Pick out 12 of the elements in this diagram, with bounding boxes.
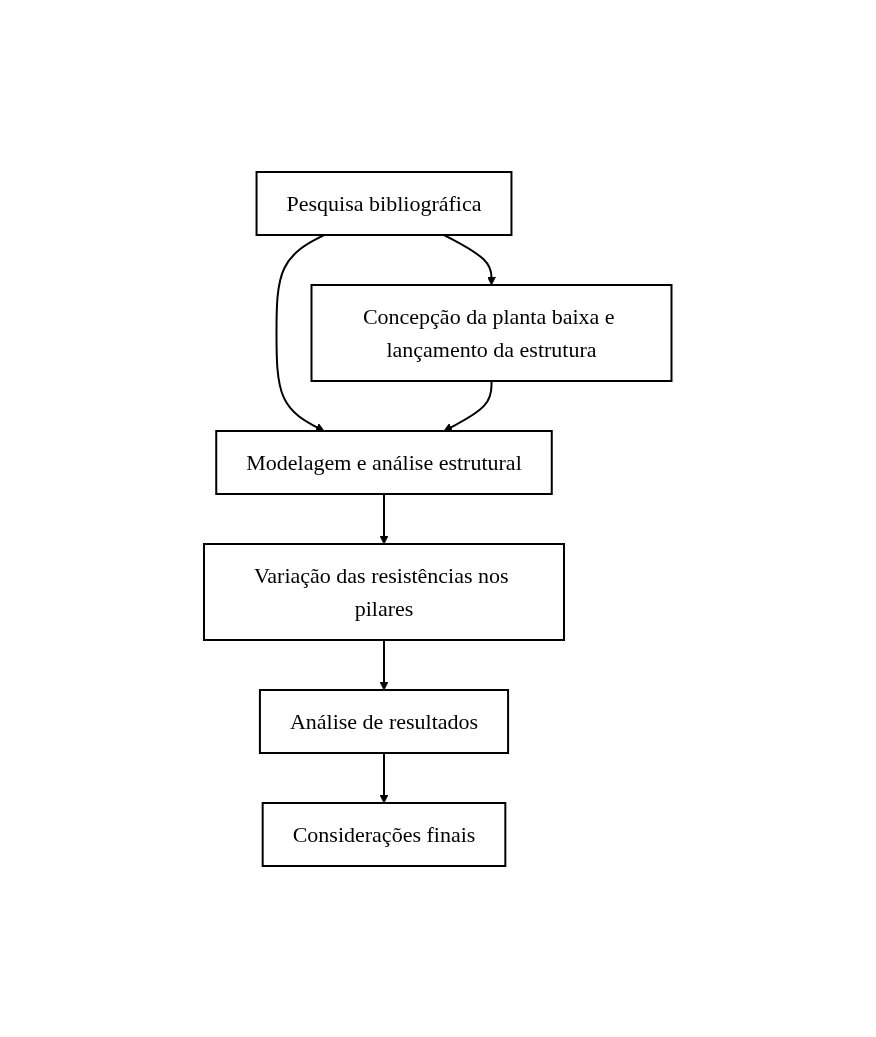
arrow: [379, 638, 389, 690]
node-box: Variação das resistências nos pilares: [203, 542, 566, 641]
arrow: [379, 751, 389, 803]
node-box: Modelagem e análise estrutural: [215, 429, 553, 495]
node-box: Análise de resultados: [259, 688, 510, 754]
arrow: [443, 233, 497, 285]
node-box: Pesquisa bibliográfica: [255, 170, 513, 236]
arrow: [443, 379, 493, 431]
arrow: [379, 492, 389, 544]
node-box: Concepção da planta baixa e lançamento da estrutura: [310, 283, 673, 382]
node-box: Considerações finais: [261, 801, 507, 867]
arrow: [275, 233, 326, 431]
